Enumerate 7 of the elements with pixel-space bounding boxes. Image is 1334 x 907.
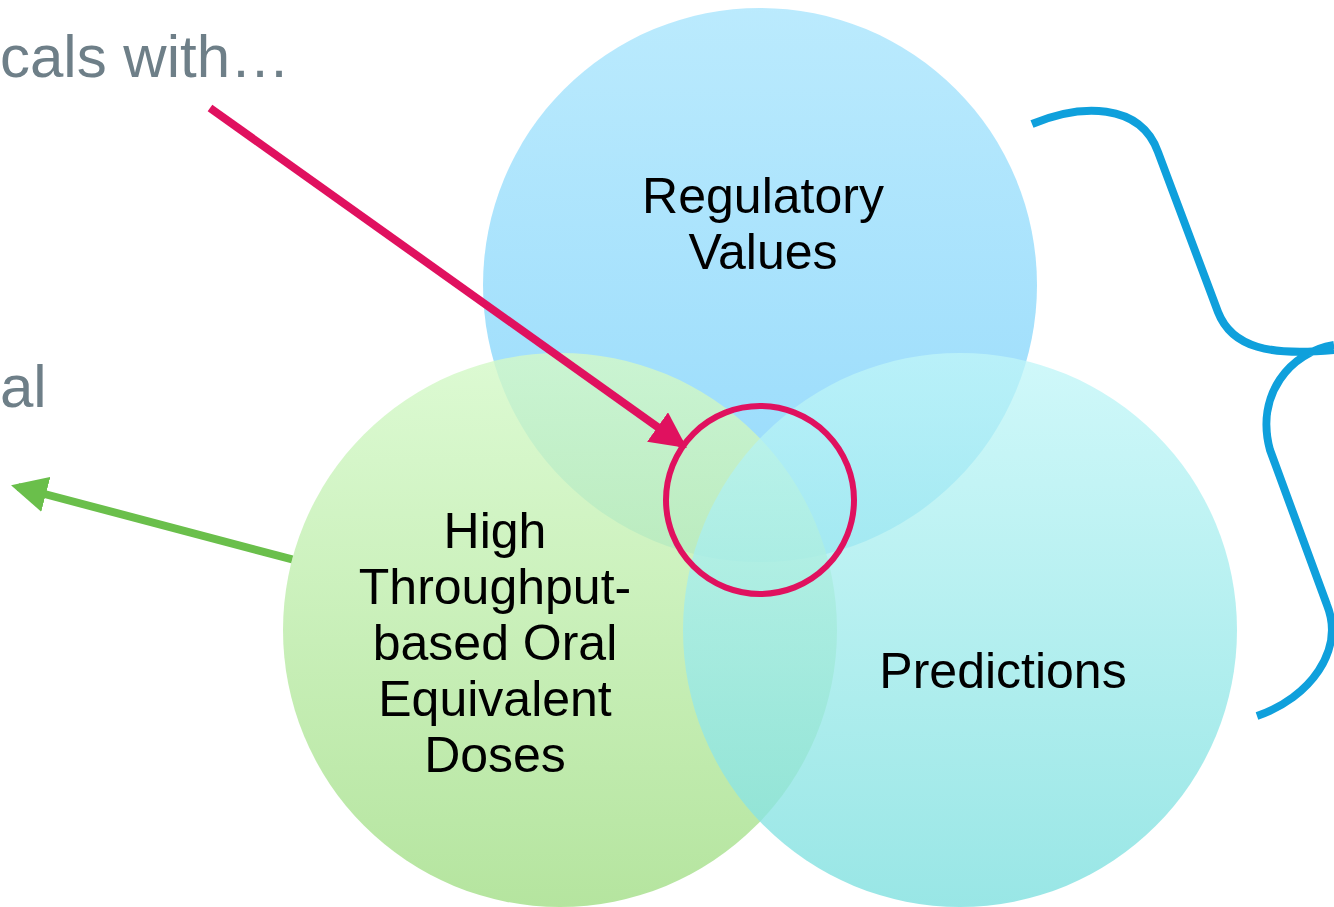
partial-text: al [0, 352, 47, 421]
arrow [11, 476, 294, 564]
circle-label: High Throughput-based Oral Equivalent Doses [357, 503, 633, 783]
highlight-circle [663, 403, 857, 597]
circle-label: Regulatory Values [641, 168, 885, 280]
circle-label: Predictions [878, 643, 1128, 699]
partial-text: cals with… [0, 22, 291, 91]
